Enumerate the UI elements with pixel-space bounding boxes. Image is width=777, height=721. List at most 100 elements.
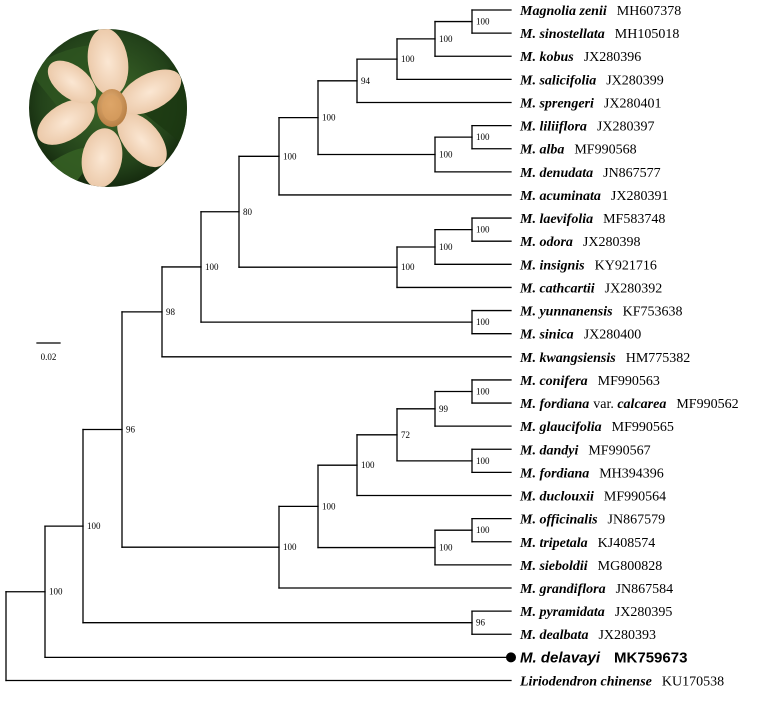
taxon-name: M. fordiana [519, 397, 589, 412]
taxon-variety: var. [593, 397, 617, 412]
accession-number: JX280397 [597, 120, 655, 135]
taxon-name: Magnolia zenii [519, 4, 607, 19]
accession-number: KY921716 [595, 258, 657, 273]
support-value: 100 [439, 242, 453, 252]
accession-number: JX280395 [615, 605, 673, 620]
accession-number: JX280393 [598, 628, 656, 643]
taxon-label: M. denudata JN867577 [519, 166, 661, 181]
taxon-label: M. odora JX280398 [519, 235, 640, 250]
taxon-label: M. pyramidata JX280395 [519, 605, 672, 620]
support-value: 80 [243, 207, 253, 217]
taxon-name: M. delavayi [520, 649, 601, 666]
support-value: 100 [439, 34, 453, 44]
taxon-name: M. sieboldii [519, 559, 588, 574]
support-value: 99 [439, 404, 449, 414]
accession-number: MF990564 [604, 490, 666, 505]
support-value: 100 [476, 525, 490, 535]
accession-number: MF990567 [588, 443, 650, 458]
taxon-name: M. kwangsiensis [519, 351, 616, 366]
accession-number: MF990562 [676, 397, 738, 412]
taxon-name: M. sinostellata [519, 27, 605, 42]
taxon-label: M. sieboldii MG800828 [519, 559, 662, 574]
support-value: 100 [401, 54, 415, 64]
taxon-name: M. acuminata [519, 189, 601, 204]
accession-number: MH607378 [617, 4, 682, 19]
accession-number: KU170538 [662, 674, 724, 689]
taxon-name: Liriodendron chinense [519, 674, 652, 689]
taxon-name: M. alba [519, 143, 564, 158]
support-value: 100 [476, 456, 490, 466]
accession-number: MG800828 [598, 559, 663, 574]
support-value: 100 [476, 317, 490, 327]
support-values: 1001001009410010010010010010010080100100… [49, 17, 490, 628]
taxon-name: M. fordiana [519, 466, 589, 481]
scale-bar: 0.02 [36, 342, 61, 362]
support-value: 100 [476, 225, 490, 235]
support-value: 100 [205, 262, 219, 272]
taxon-name: M. glaucifolia [519, 420, 602, 435]
support-value: 100 [283, 542, 297, 552]
taxon-name: M. insignis [519, 258, 585, 273]
taxon-label: M. kobus JX280396 [519, 50, 641, 65]
taxon-label: M. fordiana MH394396 [519, 466, 664, 481]
taxon-label: M. duclouxii MF990564 [519, 490, 666, 505]
accession-number: MK759673 [614, 649, 687, 666]
taxon-name: M. tripetala [519, 536, 588, 551]
support-value: 100 [49, 587, 63, 597]
taxon-name: M. officinalis [519, 513, 598, 528]
taxon-label: M. fordiana var. calcarea MF990562 [519, 397, 739, 412]
taxon-label: M. delavayi MK759673 [520, 649, 687, 666]
accession-number: JN867577 [603, 166, 661, 181]
support-value: 100 [476, 17, 490, 27]
taxon-name: M. odora [519, 235, 573, 250]
taxon-name: M. kobus [519, 50, 574, 65]
support-value: 100 [439, 150, 453, 160]
support-value: 100 [87, 521, 101, 531]
taxon-name: M. conifera [519, 374, 588, 389]
taxon-labels: Magnolia zenii MH607378 M. sinostellata MH1… [519, 4, 739, 689]
support-value: 100 [361, 460, 375, 470]
support-value: 100 [322, 501, 336, 511]
accession-number: JX280401 [604, 96, 662, 111]
taxon-name: M. pyramidata [519, 605, 605, 620]
accession-number: MH105018 [615, 27, 680, 42]
accession-number: JX280400 [584, 328, 642, 343]
accession-number: JX280396 [584, 50, 642, 65]
taxon-name: M. sprengeri [519, 96, 594, 111]
support-value: 100 [476, 386, 490, 396]
accession-number: MH394396 [599, 466, 664, 481]
taxon-label: M. insignis KY921716 [519, 258, 657, 273]
accession-number: JX280398 [583, 235, 641, 250]
support-value: 96 [476, 618, 486, 628]
taxon-label: M. dandyi MF990567 [519, 443, 651, 458]
tree-branches [5, 9, 516, 682]
support-value: 100 [283, 151, 297, 161]
support-value: 72 [401, 430, 410, 440]
taxon-name: M. denudata [519, 166, 593, 181]
taxon-label: M. sinostellata MH105018 [519, 27, 679, 42]
taxon-variety-epithet: calcarea [617, 397, 666, 412]
support-value: 100 [439, 543, 453, 553]
accession-number: KJ408574 [598, 536, 656, 551]
accession-number: MF583748 [603, 212, 665, 227]
taxon-name: M. dandyi [519, 443, 578, 458]
accession-number: MF990568 [574, 143, 636, 158]
support-value: 100 [401, 262, 415, 272]
taxon-label: M. sinica JX280400 [519, 328, 641, 343]
taxon-name: M. duclouxii [519, 490, 594, 505]
magnolia-flower-photo [29, 29, 187, 187]
taxon-label: M. tripetala KJ408574 [519, 536, 655, 551]
taxon-name: M. sinica [519, 328, 574, 343]
accession-number: JN867584 [616, 582, 674, 597]
support-value: 100 [476, 132, 490, 142]
taxon-label: M. sprengeri JX280401 [519, 96, 661, 111]
accession-number: MF990563 [598, 374, 660, 389]
accession-number: HM775382 [626, 351, 691, 366]
